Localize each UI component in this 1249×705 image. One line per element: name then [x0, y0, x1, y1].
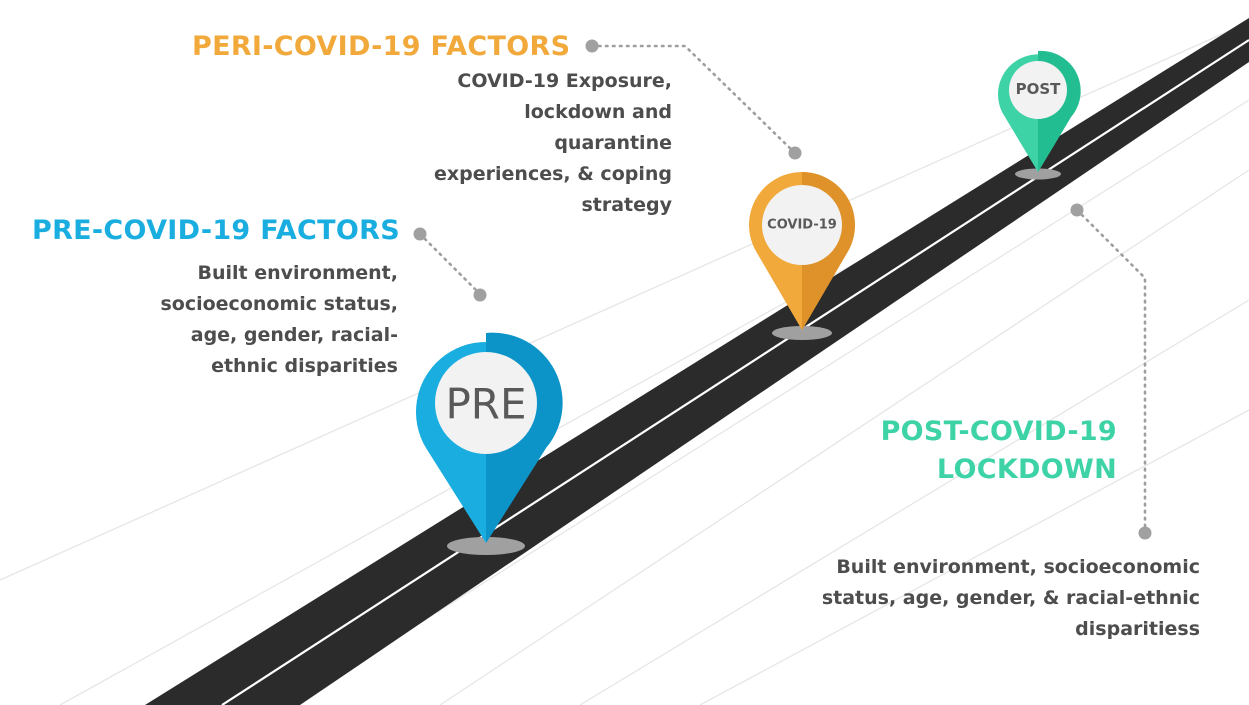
pre-connector-dot-end — [473, 288, 487, 302]
pre-pin-face — [435, 352, 537, 454]
peri-description: COVID-19 Exposure, lockdown and quaranti… — [434, 70, 672, 216]
post-pin — [998, 50, 1081, 180]
peri-pin-label: COVID-19 — [767, 217, 837, 233]
pre-pin-label: PRE — [445, 379, 527, 429]
post-pin-face — [1009, 61, 1067, 119]
connector-dots — [413, 39, 1152, 540]
post-pin-base — [1015, 168, 1061, 180]
peri-pin-face — [762, 185, 842, 265]
pre-pin-base — [447, 537, 525, 555]
peri-connector-dot-end — [788, 146, 802, 160]
peri-connector-line — [590, 44, 797, 155]
peri-connector-dot-start — [585, 39, 599, 53]
road-center-line — [221, 39, 1249, 705]
connectors — [418, 44, 1147, 535]
pre-heading: PRE-COVID-19 FACTORS — [32, 215, 400, 246]
peri-heading: PERI-COVID-19 FACTORS — [192, 31, 571, 62]
road — [145, 18, 1249, 705]
post-description: Built environment, socioeconomic status,… — [821, 556, 1200, 640]
peri-pin — [749, 172, 856, 340]
post-connector-line — [1075, 208, 1147, 535]
post-pin-label: POST — [1015, 80, 1061, 98]
post-connector-dot-end — [1138, 526, 1152, 540]
peri-pin-base — [772, 326, 832, 340]
pre-connector-line — [418, 232, 482, 296]
pre-description: Built environment, socioeconomic status,… — [160, 262, 398, 377]
pre-connector-dot-start — [413, 227, 427, 241]
post-connector-dot-start — [1070, 203, 1084, 217]
post-heading: POST-COVID-19 LOCKDOWN — [880, 416, 1117, 485]
pre-pin — [415, 332, 563, 555]
